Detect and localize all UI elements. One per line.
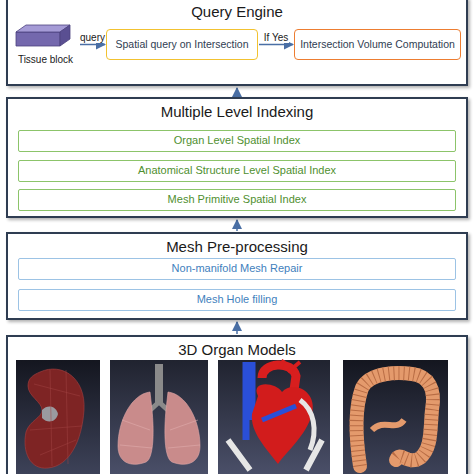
panel-title: Query Engine [8,3,466,20]
box-label: Non-manifold Mesh Repair [172,262,303,275]
colon-image [343,360,448,474]
lungs-image [110,360,208,474]
box-label: Intersection Volume Computation [300,38,455,51]
box-label: Spatial query on Intersection [115,38,248,51]
section-panel: Mesh Pre-processingNon-manifold Mesh Rep… [6,232,468,320]
panel-title: 3D Organ Models [8,341,466,358]
box-label: Organ Level Spatial Index [174,134,301,147]
flow-arrow [236,88,238,96]
panel-title: Multiple Level Indexing [8,103,466,120]
index-box: Organ Level Spatial Index [18,130,456,152]
panel-title: Mesh Pre-processing [8,238,466,255]
flow-arrow [236,220,238,231]
kidney-image [16,360,100,474]
edge-label: If Yes [263,32,289,43]
box-label: Tissue block [18,54,73,65]
process-box: Non-manifold Mesh Repair [18,258,456,280]
process-box: Spatial query on Intersection [106,29,258,60]
section-panel: Multiple Level IndexingOrgan Level Spati… [6,97,468,218]
index-box: Anatomical Structure Level Spatial Index [18,160,456,182]
tissue-block: Tissue block [12,22,79,65]
edge-label: query [79,32,106,43]
process-box: Mesh Hole filling [18,289,456,311]
index-box: Mesh Primitive Spatial Index [18,189,456,211]
flow-arrow [259,44,293,46]
tissue-block-icon [12,22,74,48]
process-box: Intersection Volume Computation [294,29,461,60]
flow-arrow [236,322,238,334]
box-label: Anatomical Structure Level Spatial Index [138,164,336,177]
flow-arrow [80,44,105,46]
box-label: Mesh Hole filling [197,293,278,306]
heart-image [218,360,330,474]
section-panel: Query EngineTissue block Spatial query on… [6,0,468,86]
box-label: Mesh Primitive Spatial Index [168,193,307,206]
section-panel: 3D Organ Models [6,335,468,474]
